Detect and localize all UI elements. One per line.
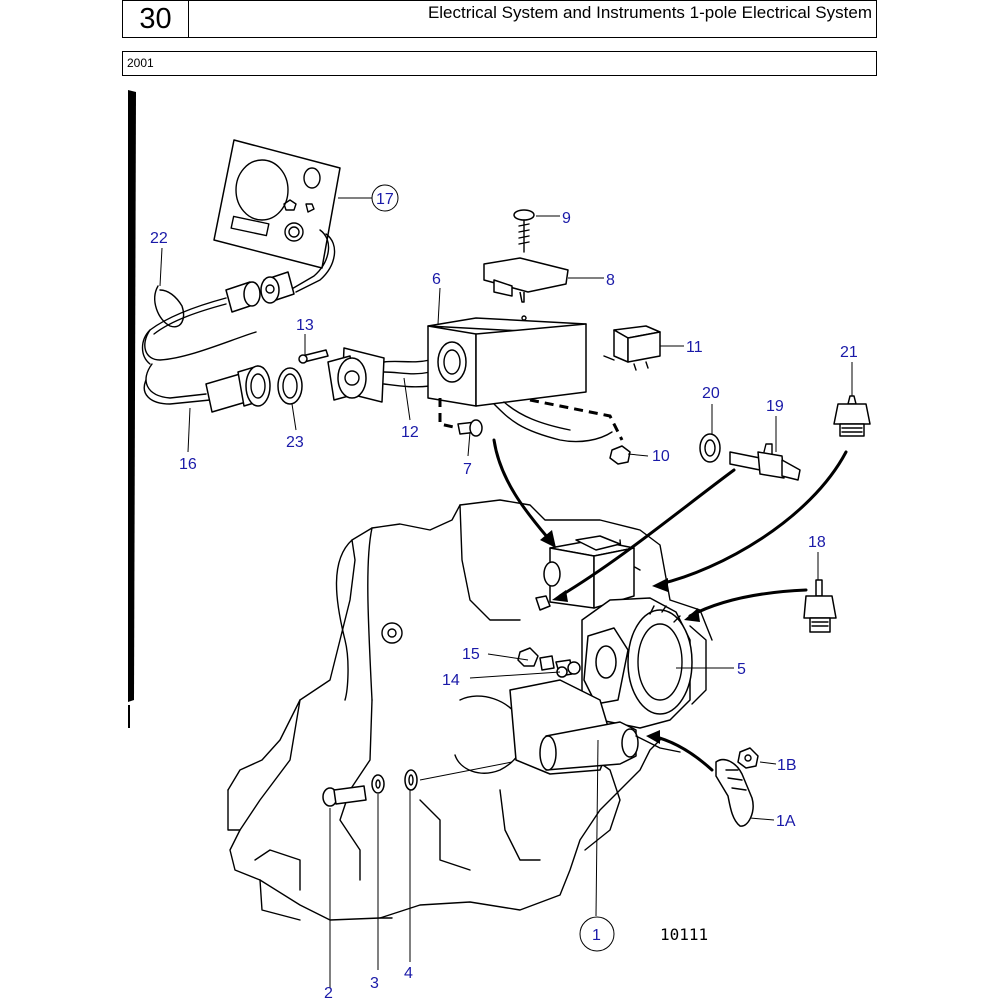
callout-21: 21 [840, 344, 858, 361]
bolt-2 [322, 785, 367, 807]
callout-5: 5 [737, 661, 746, 678]
callout-18: 18 [808, 534, 826, 551]
socket-flange [327, 347, 431, 403]
lock-washer-3 [371, 774, 385, 794]
callout-19: 19 [766, 398, 784, 415]
cover-plate [483, 257, 569, 321]
section-number-box: 30 [122, 0, 189, 38]
upper-connector [225, 271, 295, 313]
box-wires-b [503, 401, 571, 431]
lower-cable [143, 379, 211, 405]
callout-10: 10 [652, 448, 670, 465]
callout-9: 9 [562, 210, 571, 227]
callout-1b: 1B [777, 757, 797, 774]
page-title: Electrical System and Instruments 1-pole… [427, 3, 872, 22]
title-box: Electrical System and Instruments 1-pole… [188, 0, 877, 38]
nut-14 [556, 661, 581, 678]
engine-block [227, 499, 713, 921]
bolt-center-line [419, 761, 513, 781]
callout-6: 6 [432, 271, 441, 288]
panel-cable [289, 229, 330, 291]
callout-1a: 1A [776, 813, 796, 830]
dashed-line-b [529, 398, 624, 441]
lower-cable-c [141, 329, 151, 365]
year-label: 2001 [127, 56, 154, 70]
starter-motor [509, 679, 681, 775]
instrument-panel [213, 139, 341, 269]
washer-4 [404, 769, 418, 791]
control-box [427, 317, 587, 407]
callout-4: 4 [404, 965, 413, 982]
screw-7 [457, 419, 483, 437]
callout-11: 11 [686, 339, 703, 356]
callout-22: 22 [150, 230, 168, 247]
year-box: 2001 [122, 51, 877, 76]
callout-20: 20 [702, 385, 720, 402]
figure-reference-number: 10111 [660, 925, 708, 944]
assembly-arrows [492, 438, 848, 772]
box-wires [493, 403, 613, 443]
callout-23: 23 [286, 434, 304, 451]
nut-10 [609, 445, 631, 465]
alternator [581, 597, 707, 729]
lower-cable-b [145, 363, 207, 399]
callout-16: 16 [179, 456, 197, 473]
cable-strap-1a [715, 758, 754, 827]
callout-2: 2 [324, 985, 333, 1000]
callout-circle-17 [371, 184, 399, 212]
screw-9 [513, 209, 535, 253]
sender-21 [833, 395, 871, 437]
callout-14: 14 [442, 672, 460, 689]
callout-7: 7 [463, 461, 472, 478]
callout-8: 8 [606, 272, 615, 289]
callout-1: 1 [592, 927, 601, 944]
margin-bar [128, 90, 136, 702]
washer-20 [699, 433, 721, 463]
callout-17: 17 [376, 191, 394, 208]
section-number: 30 [139, 3, 172, 35]
sender-18 [803, 579, 837, 633]
wire-loop-upper [144, 297, 257, 361]
margin-bar-tail [128, 705, 130, 728]
o-ring-inner [282, 373, 298, 399]
washer-20-inner [704, 439, 716, 457]
callout-12: 12 [401, 424, 419, 441]
cable-tie [154, 285, 185, 328]
callout-13: 13 [296, 317, 314, 334]
dashed-line-a [438, 398, 459, 430]
leader-lines [159, 197, 853, 988]
sender-19 [729, 443, 801, 481]
mounted-control-box [535, 535, 635, 611]
lower-connector [205, 365, 271, 413]
relay [603, 325, 661, 371]
panel-cable-b [295, 233, 336, 293]
callout-15: 15 [462, 646, 480, 663]
o-ring [277, 367, 303, 405]
callout-labels: 9 8 6 11 17 22 13 21 20 19 12 23 16 7 10… [150, 191, 858, 1000]
nut-1b [737, 747, 759, 769]
wire-loop-upper-b [153, 303, 227, 335]
callout-3: 3 [370, 975, 379, 992]
screw-13-head [298, 354, 308, 364]
callout-circle-1 [579, 916, 615, 952]
